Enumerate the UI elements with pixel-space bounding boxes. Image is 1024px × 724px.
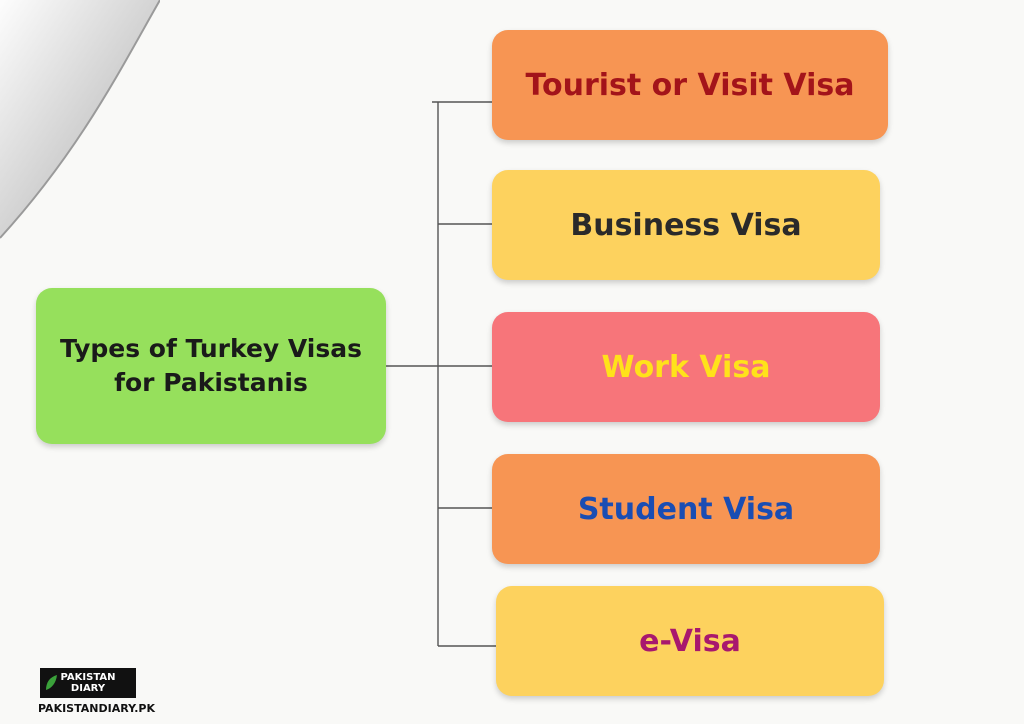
page-curl-icon xyxy=(0,0,160,239)
node-business-visa: Business Visa xyxy=(492,170,880,280)
logo-line1: PAKISTAN xyxy=(60,672,116,683)
node-label: Work Visa xyxy=(601,349,771,385)
leaf-icon xyxy=(46,675,57,690)
node-label: Business Visa xyxy=(570,207,802,243)
root-label: Types of Turkey Visas for Pakistanis xyxy=(59,334,363,397)
node-student-visa: Student Visa xyxy=(492,454,880,564)
logo-url: PAKISTANDIARY.PK xyxy=(38,702,155,715)
node-e-visa: e-Visa xyxy=(496,586,884,696)
node-label: e-Visa xyxy=(639,623,741,659)
logo-line2: DIARY xyxy=(70,683,106,694)
root-node: Types of Turkey Visas for Pakistanis xyxy=(36,288,386,444)
node-label: Tourist or Visit Visa xyxy=(525,67,855,103)
brand-logo: PAKISTAN DIARY xyxy=(40,668,136,698)
node-work-visa: Work Visa xyxy=(492,312,880,422)
node-tourist-visa: Tourist or Visit Visa xyxy=(492,30,888,140)
node-label: Student Visa xyxy=(577,491,795,527)
